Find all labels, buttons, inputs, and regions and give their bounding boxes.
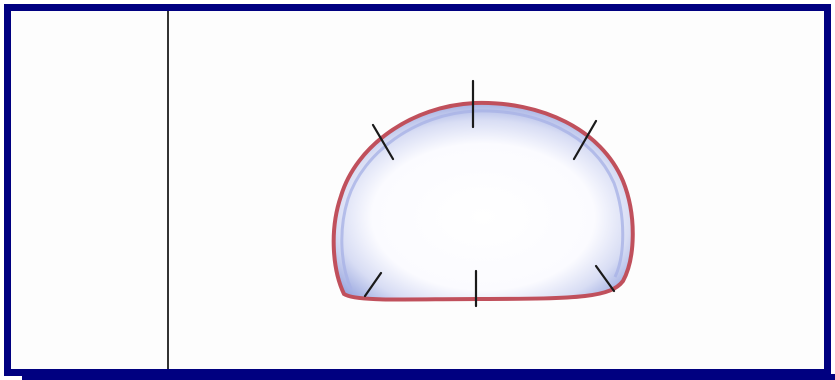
figure-frame [4,4,831,376]
frame-shadow [22,374,835,380]
dome-figure [11,11,824,369]
